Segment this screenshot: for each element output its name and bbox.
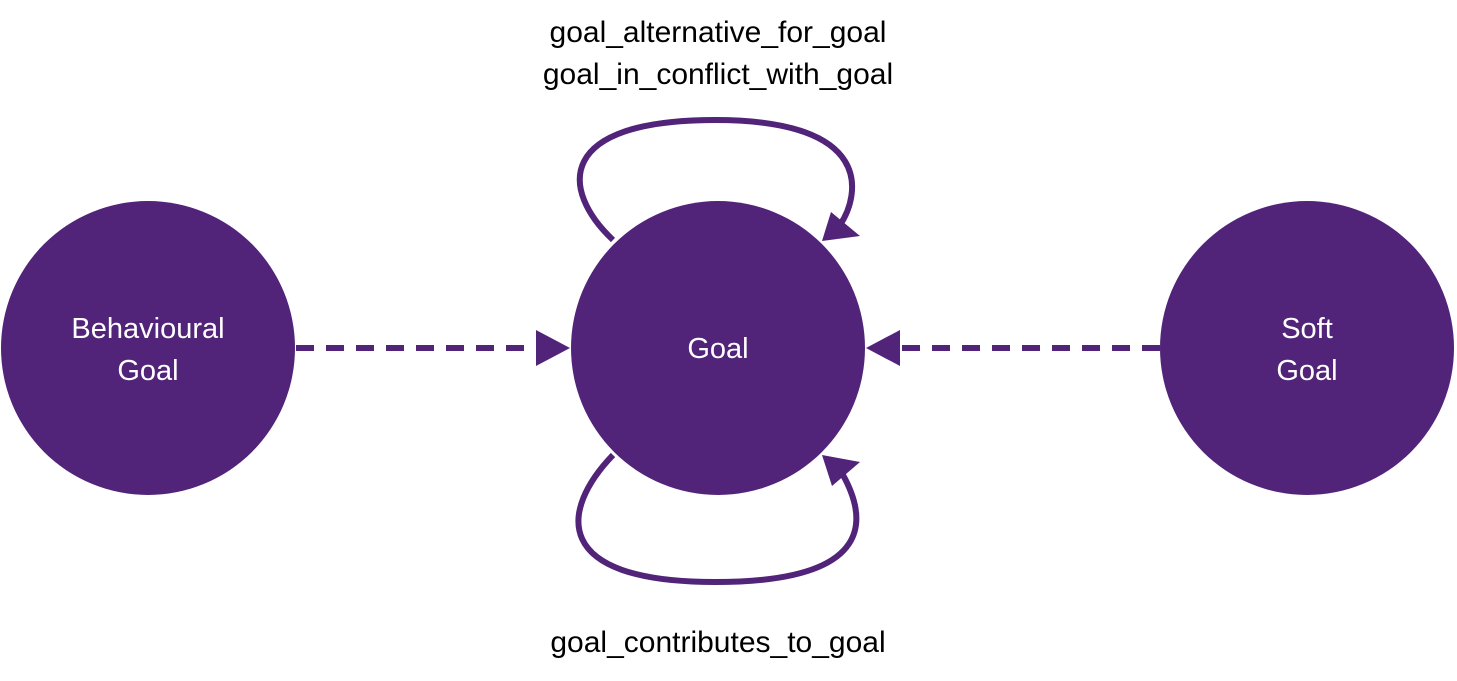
top-loop-label-line1: goal_alternative_for_goal bbox=[550, 16, 887, 49]
goal-node: Goal bbox=[571, 201, 865, 495]
bottom-loop-arrowhead bbox=[822, 455, 860, 486]
soft-goal-node: Soft Goal bbox=[1160, 201, 1454, 495]
behavioural-goal-label-line2: Goal bbox=[117, 355, 178, 387]
soft-goal-label-line1: Soft bbox=[1281, 313, 1333, 345]
behavioural-goal-label-line1: Behavioural bbox=[71, 313, 224, 345]
behavioural-to-goal-edge bbox=[296, 330, 570, 366]
behavioural-goal-node: Behavioural Goal bbox=[1, 201, 295, 495]
top-loop-arrowhead bbox=[822, 212, 860, 241]
soft-goal-label-line2: Goal bbox=[1276, 355, 1337, 387]
top-loop-label-line2: goal_in_conflict_with_goal bbox=[543, 58, 893, 91]
bottom-loop-label: goal_contributes_to_goal bbox=[550, 626, 885, 659]
soft-edge-arrowhead bbox=[866, 330, 900, 366]
soft-to-goal-edge bbox=[866, 330, 1160, 366]
behavioural-edge-arrowhead bbox=[536, 330, 570, 366]
goal-label: Goal bbox=[687, 333, 748, 365]
top-self-loop-edge bbox=[576, 116, 860, 243]
bottom-self-loop-edge bbox=[575, 452, 860, 586]
